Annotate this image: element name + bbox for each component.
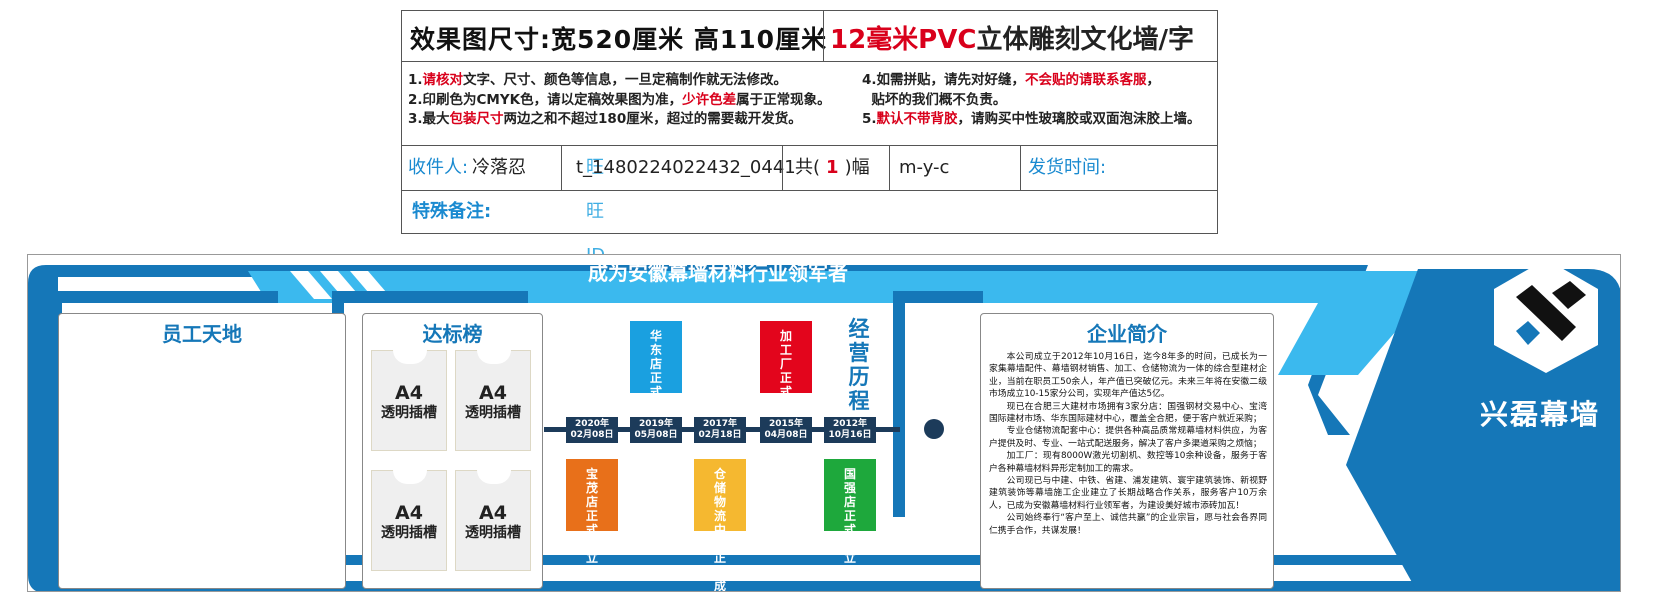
notes-right: 4.如需拼贴，请先对好缝，不会贴的请联系客服， 贴坏的我们概不负责。 5.默认不带… — [862, 71, 1222, 130]
divider — [782, 146, 783, 190]
recipient-name: 冷落忍 — [472, 157, 526, 178]
timeline-title: 经营历程 — [848, 317, 870, 413]
slot-caption: 透明插槽 — [381, 525, 437, 541]
maker-code: m-y-c — [899, 157, 950, 178]
notes-left: 1.请核对文字、尺寸、颜色等信息，一旦定稿制作就无法修改。 2.印刷色为CMYK色… — [408, 71, 848, 130]
product-title: 12毫米PVC立体雕刻文化墙/字 — [830, 19, 1194, 56]
rank-title: 达标榜 — [422, 322, 483, 346]
order-info-table: 效果图尺寸:宽520厘米 高110厘米 12毫米PVC立体雕刻文化墙/字 1.请… — [401, 10, 1218, 266]
slot-caption: 透明插槽 — [381, 405, 437, 421]
intro-title: 企业简介 — [1087, 322, 1167, 346]
slot-size-label: A4 — [479, 382, 507, 404]
piece-count: 共(1)幅 — [795, 157, 870, 178]
divider — [561, 146, 562, 190]
note-line: 1.请核对文字、尺寸、颜色等信息，一旦定稿制作就无法修改。 — [408, 72, 788, 88]
intro-paragraph: 公司始终奉行“客户至上、诚信共赢”的企业宗旨，愿与社会各界同仁携手合作，共谋发展… — [989, 513, 1267, 536]
slot-caption: 透明插槽 — [465, 525, 521, 541]
staff-title: 员工天地 — [162, 322, 242, 346]
banner-title: 成为安徽幕墙材料行业领军者 — [588, 261, 848, 285]
slot-size-label: A4 — [395, 502, 423, 524]
recipient-label: 收件人: — [408, 157, 469, 178]
product-title-red: 12毫米PVC — [830, 25, 977, 55]
ship-time-label: 发货时间: — [1028, 157, 1107, 178]
staff-panel: 员工天地 — [58, 313, 346, 589]
order-detail-row: 收件人: 冷落忍 旺旺ID t_1480224022432_0441 共(1)幅… — [402, 145, 1217, 266]
intro-text: 本公司成立于2012年10月16日，迄今8年多的时间，已成长为一家集幕墙配件、幕… — [989, 351, 1267, 537]
divider — [823, 11, 824, 61]
divider — [1020, 146, 1021, 190]
timeline-end-dot — [924, 419, 944, 439]
timeline-event: 宝茂店正式成立 — [566, 459, 618, 565]
order-id-value: t_1480224022432_0441 — [576, 157, 796, 178]
timeline-event: 仓储物流中心正式成立 — [694, 459, 746, 591]
note-line: 3.最大包装尺寸两边之和不超过180厘米，超过的需要裁开发货。 — [408, 111, 802, 127]
brand-logo-icon — [1494, 259, 1598, 373]
intro-paragraph: 公司现已与中建、中铁、省建、浦发建筑、寰宇建筑装饰、新视野建筑装饰等幕墙施工企业… — [989, 476, 1267, 511]
order-header-row: 效果图尺寸:宽520厘米 高110厘米 12毫米PVC立体雕刻文化墙/字 — [402, 11, 1217, 62]
timeline-event: 国强店正式成立 — [824, 459, 876, 565]
special-note-label: 特殊备注: — [412, 201, 492, 222]
banner-shape — [248, 271, 1448, 375]
intro-paragraph: 现已在合肥三大建材市场拥有3家分店：国强钢材交易中心、宝湾国际建材市场、华东国际… — [989, 401, 1267, 425]
slot-size-label: A4 — [479, 502, 507, 524]
intro-paragraph: 加工厂：现有8000W激光切割机、数控等10余种设备，服务于客户各种幕墙材料异形… — [989, 451, 1267, 474]
timeline-event: 华东店正式成立 — [630, 321, 682, 427]
note-line: 2.印刷色为CMYK色，请以定稿效果图为准，少许色差属于正常现象。 — [408, 91, 831, 108]
divider — [889, 146, 890, 190]
note-line: 贴坏的我们概不负责。 — [862, 91, 1007, 108]
slot-size-label: A4 — [395, 382, 423, 404]
note-line: 5.默认不带背胶，请购买中性玻璃胶或双面泡沫胶上墙。 — [862, 111, 1201, 127]
size-text: 效果图尺寸:宽520厘米 高110厘米 — [410, 25, 828, 54]
note-line: 4.如需拼贴，请先对好缝，不会贴的请联系客服， — [862, 72, 1161, 88]
product-title-black: 立体雕刻文化墙/字 — [976, 25, 1194, 55]
intro-panel: 企业简介 本公司成立于2012年10月16日，迄今8年多的时间，已成长为一家集幕… — [980, 313, 1274, 589]
brand-name: 兴磊幕墙 — [1479, 398, 1600, 431]
timeline-event: 加工厂正式成立 — [760, 321, 812, 427]
intro-paragraph: 本公司成立于2012年10月16日，迄今8年多的时间，已成长为一家集幕墙配件、幕… — [989, 352, 1267, 400]
slot-caption: 透明插槽 — [465, 405, 521, 421]
intro-paragraph: 专业仓储物流配套中心：提供各种高品质常规幕墙材料供应，为客户提供及时、专业、一站… — [989, 426, 1267, 449]
